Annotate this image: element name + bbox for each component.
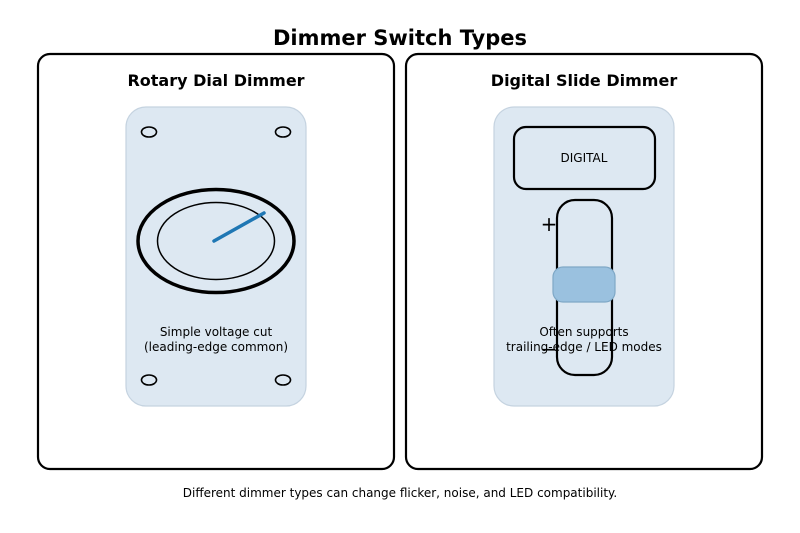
footer-caption: Different dimmer types can change flicke… <box>183 486 617 500</box>
screw-icon <box>274 374 292 386</box>
digital-wall-plate <box>493 106 675 407</box>
digital-note-line-1: Often supports <box>539 325 628 339</box>
diagram-title: Dimmer Switch Types <box>273 26 527 50</box>
rotary-dimmer-panel: Rotary Dial Dimmer Simple voltage cut (l… <box>36 52 396 471</box>
plus-sign: + <box>541 212 558 236</box>
minus-sign: − <box>541 337 558 361</box>
digital-dimmer-panel: Digital Slide Dimmer DIGITAL + − Often s… <box>404 52 764 471</box>
screw-icon <box>274 126 292 138</box>
dial-knob <box>156 201 276 281</box>
slider-knob <box>552 266 616 303</box>
rotary-panel-title: Rotary Dial Dimmer <box>127 71 304 90</box>
digital-display <box>512 125 657 191</box>
digital-panel-title: Digital Slide Dimmer <box>491 71 678 90</box>
screw-icon <box>140 374 158 386</box>
digital-note-line-2: trailing-edge / LED modes <box>506 340 662 354</box>
rotary-note-line-2: (leading-edge common) <box>144 340 288 354</box>
rotary-note-line-1: Simple voltage cut <box>160 325 273 339</box>
rotary-wall-plate <box>125 106 307 407</box>
dial-indicator-line <box>212 211 266 243</box>
digital-display-label: DIGITAL <box>561 151 608 165</box>
screw-icon <box>140 126 158 138</box>
dial-outer-ring <box>136 187 296 295</box>
